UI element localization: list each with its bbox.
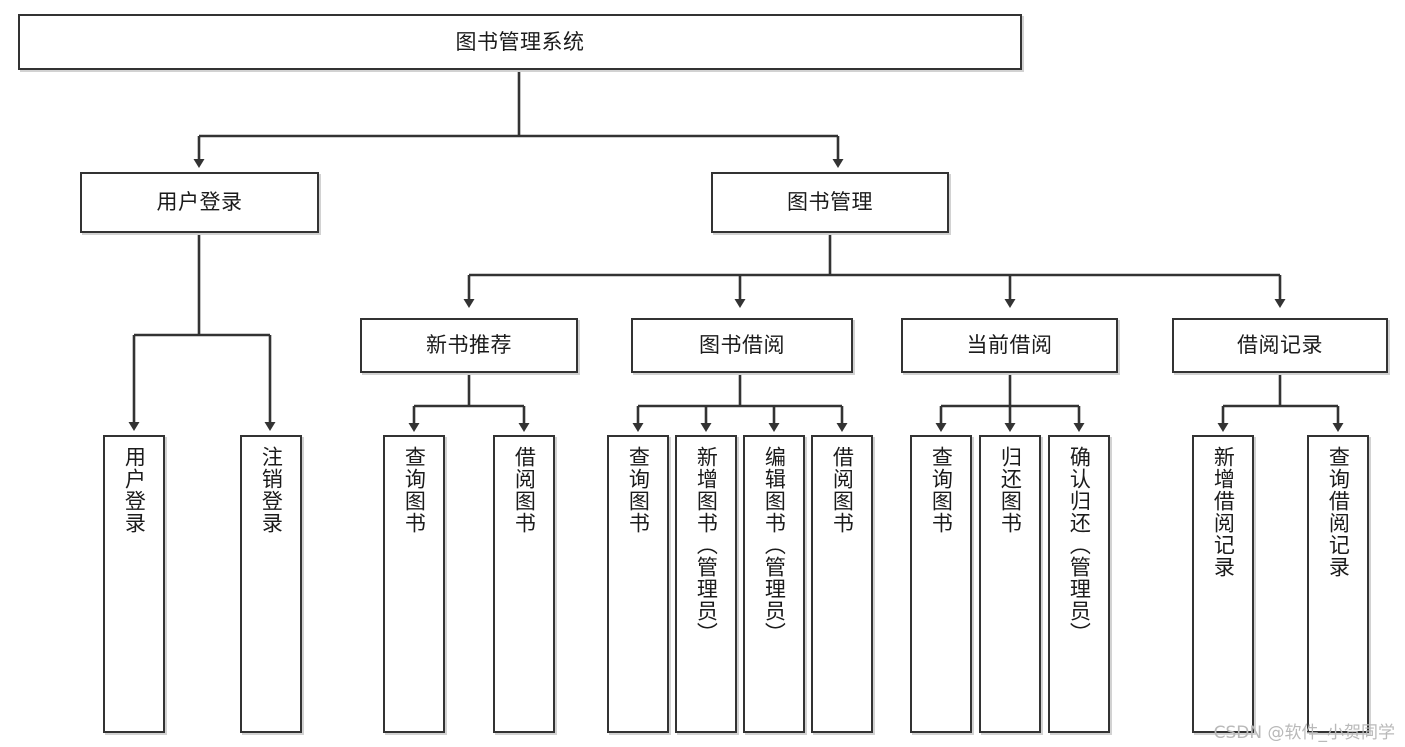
node-leaf-return-book-label: 归还图书 — [998, 446, 1023, 534]
node-book-manage[interactable]: 图书管理 — [711, 172, 949, 233]
node-current-borrow[interactable]: 当前借阅 — [901, 318, 1118, 373]
node-user-login-label: 用户登录 — [156, 190, 243, 215]
node-borrow-record[interactable]: 借阅记录 — [1172, 318, 1388, 373]
node-leaf-user-login-label: 用户登录 — [122, 446, 147, 534]
node-leaf-query-book-2[interactable]: 查询图书 — [607, 435, 669, 733]
node-leaf-add-book[interactable]: 新增图书（管理员） — [675, 435, 737, 733]
node-leaf-borrow-book-2[interactable]: 借阅图书 — [811, 435, 873, 733]
node-leaf-query-record-label: 查询借阅记录 — [1326, 446, 1351, 578]
node-leaf-confirm-return-label: 确认归还（管理员） — [1067, 446, 1092, 644]
node-book-borrow[interactable]: 图书借阅 — [631, 318, 853, 373]
node-new-book-rec-label: 新书推荐 — [426, 333, 512, 358]
node-leaf-user-login[interactable]: 用户登录 — [103, 435, 165, 733]
node-leaf-add-book-label: 新增图书（管理员） — [694, 446, 719, 644]
node-leaf-query-book-2-label: 查询图书 — [626, 446, 651, 534]
node-root-label: 图书管理系统 — [455, 29, 585, 54]
node-leaf-borrow-book-1-label: 借阅图书 — [512, 446, 537, 534]
node-leaf-borrow-book-1[interactable]: 借阅图书 — [493, 435, 555, 733]
node-leaf-query-book-3[interactable]: 查询图书 — [910, 435, 972, 733]
node-leaf-borrow-book-2-label: 借阅图书 — [830, 446, 855, 534]
node-leaf-query-book-3-label: 查询图书 — [929, 446, 954, 534]
node-new-book-rec[interactable]: 新书推荐 — [360, 318, 578, 373]
node-leaf-edit-book-label: 编辑图书（管理员） — [762, 446, 787, 644]
node-current-borrow-label: 当前借阅 — [966, 333, 1053, 358]
node-root[interactable]: 图书管理系统 — [18, 14, 1022, 70]
node-book-borrow-label: 图书借阅 — [699, 333, 785, 358]
node-book-manage-label: 图书管理 — [787, 190, 873, 215]
node-leaf-query-record[interactable]: 查询借阅记录 — [1307, 435, 1369, 733]
node-user-login[interactable]: 用户登录 — [80, 172, 319, 233]
node-leaf-user-logout[interactable]: 注销登录 — [240, 435, 302, 733]
node-leaf-query-book-1-label: 查询图书 — [402, 446, 427, 534]
csdn-watermark: CSDN @软件_小贺同学 — [1213, 723, 1395, 743]
node-leaf-add-record-label: 新增借阅记录 — [1211, 446, 1236, 578]
node-leaf-return-book[interactable]: 归还图书 — [979, 435, 1041, 733]
node-leaf-add-record[interactable]: 新增借阅记录 — [1192, 435, 1254, 733]
node-leaf-query-book-1[interactable]: 查询图书 — [383, 435, 445, 733]
node-borrow-record-label: 借阅记录 — [1237, 333, 1323, 358]
node-leaf-user-logout-label: 注销登录 — [259, 446, 284, 534]
node-leaf-confirm-return[interactable]: 确认归还（管理员） — [1048, 435, 1110, 733]
node-leaf-edit-book[interactable]: 编辑图书（管理员） — [743, 435, 805, 733]
